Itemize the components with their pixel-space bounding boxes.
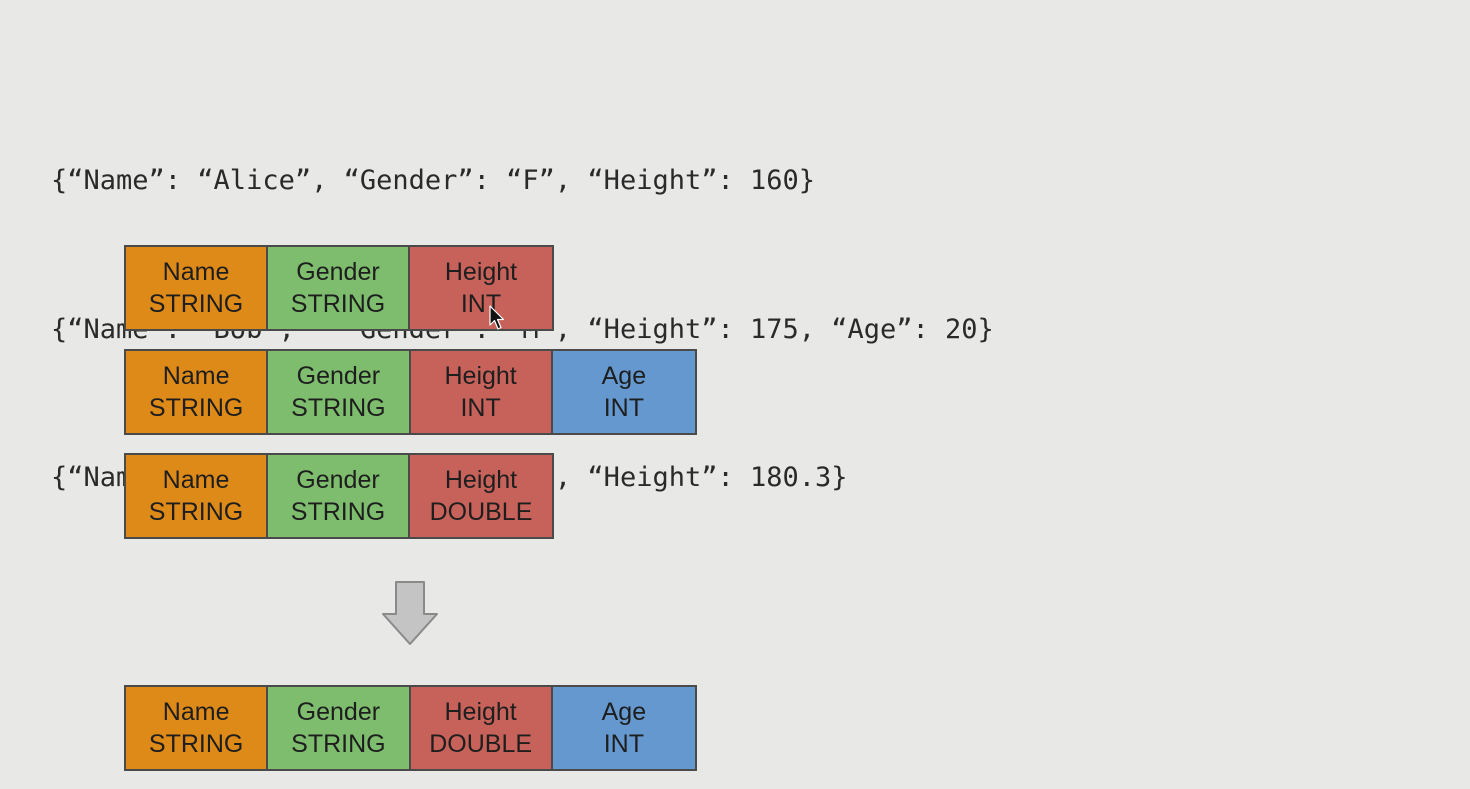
field-label: Gender [296, 258, 380, 286]
field-label: Height [444, 258, 518, 286]
field-label: Name [162, 362, 230, 390]
type-label: STRING [148, 498, 244, 526]
field-label: Gender [296, 698, 381, 726]
merged-schema-row: Name STRING Gender STRING Height DOUBLE … [124, 685, 697, 771]
field-label: Age [601, 698, 647, 726]
type-label: INT [603, 730, 644, 758]
schema-row-alice: Name STRING Gender STRING Height INT [124, 245, 554, 331]
field-label: Age [601, 362, 647, 390]
schema-cell-age: Age INT [552, 687, 695, 769]
field-label: Name [162, 698, 230, 726]
type-label: STRING [148, 290, 244, 318]
schema-cell-height: Height DOUBLE [410, 455, 552, 537]
type-label: STRING [291, 730, 386, 758]
schema-cell-gender: Gender STRING [268, 455, 410, 537]
field-label: Height [444, 362, 517, 390]
schema-row-bob: Name STRING Gender STRING Height INT Age… [124, 349, 697, 435]
schema-row-cavin: Name STRING Gender STRING Height DOUBLE [124, 453, 554, 539]
type-label: DOUBLE [429, 730, 533, 758]
type-label: STRING [148, 730, 244, 758]
type-label: INT [603, 394, 644, 422]
schema-cell-age: Age INT [552, 351, 695, 433]
schema-cell-gender: Gender STRING [268, 247, 410, 329]
type-label: DOUBLE [429, 498, 533, 526]
field-label: Name [162, 466, 230, 494]
field-label: Name [162, 258, 230, 286]
schema-cell-name: Name STRING [126, 351, 269, 433]
type-label: INT [460, 394, 501, 422]
schema-cell-gender: Gender STRING [268, 687, 411, 769]
schema-cell-name: Name STRING [126, 455, 268, 537]
schema-cell-name: Name STRING [126, 687, 269, 769]
type-label: STRING [291, 394, 386, 422]
field-label: Gender [296, 466, 380, 494]
schema-cell-height: Height INT [410, 247, 552, 329]
type-label: STRING [290, 498, 386, 526]
schema-cell-height: Height DOUBLE [410, 687, 553, 769]
type-label: STRING [148, 394, 244, 422]
mouse-cursor-icon [489, 305, 505, 330]
field-label: Height [444, 698, 517, 726]
schema-cell-gender: Gender STRING [268, 351, 411, 433]
down-arrow-icon [382, 581, 438, 645]
field-label: Gender [296, 362, 381, 390]
slide-title-cropped [0, 0, 1470, 12]
schema-cell-height: Height INT [410, 351, 553, 433]
field-label: Height [444, 466, 518, 494]
type-label: STRING [290, 290, 386, 318]
schema-cell-name: Name STRING [126, 247, 268, 329]
json-record-alice: {“Name”: “Alice”, “Gender”: “F”, “Height… [51, 165, 816, 196]
